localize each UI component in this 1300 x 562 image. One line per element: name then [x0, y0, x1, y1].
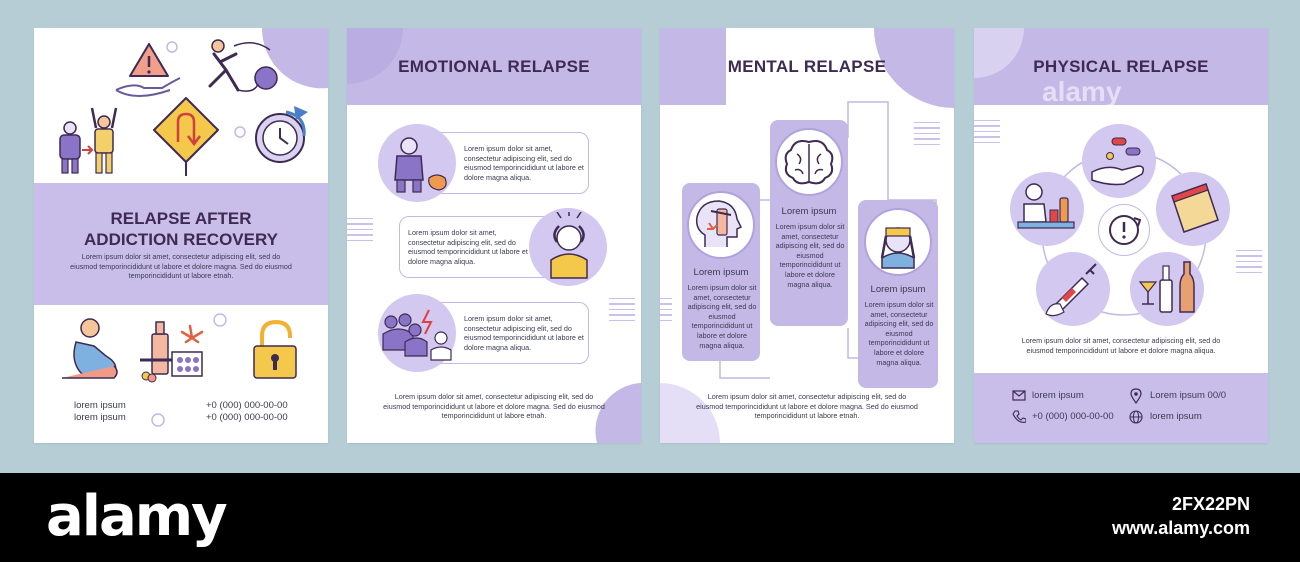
mental-col-1-text: Lorem ipsum dolor sit amet, consectetur … [687, 283, 757, 350]
mental-column-1: Lorem ipsum Lorem ipsum dolor sit amet, … [682, 183, 760, 361]
people-pressure-icon [59, 107, 118, 174]
emotional-card-3-text: Lorem ipsum dolor sit amet, consectetur … [464, 314, 584, 352]
brain-icon [784, 140, 834, 185]
stripes-decor [609, 298, 635, 325]
mental-title: MENTAL RELAPSE [727, 57, 887, 76]
stripes-decor [974, 120, 1000, 147]
physical-circle-top [1082, 124, 1156, 198]
contact-email: lorem ipsum [1032, 390, 1084, 401]
sitting-sad-person-icon [394, 137, 447, 193]
emotional-card-2-text: Lorem ipsum dolor sit amet, consectetur … [408, 228, 528, 266]
location-pin-icon [1130, 388, 1142, 404]
head-craving-icon [695, 200, 743, 247]
globe-icon [1129, 410, 1143, 424]
substances-icon [140, 321, 204, 383]
warning-hand-icon [115, 43, 181, 97]
mental-header-tab [660, 28, 726, 105]
stock-watermark-bar [0, 473, 1300, 562]
contact-web: lorem ipsum [1150, 411, 1202, 422]
brochure-page-physical: PHYSICAL RELAPSE [974, 28, 1268, 443]
mental-footer-text: Lorem ipsum dolor sit amet, consectetur … [696, 392, 918, 421]
sad-sitting-person-icon [62, 318, 118, 379]
contact-phone-2: +0 (000) 000-00-00 [206, 412, 288, 423]
cover-title-line-2: ADDICTION RECOVERY [84, 230, 278, 249]
brochure-page-mental: MENTAL RELAPSE Lorem ipsum Lorem ipsum d… [660, 28, 954, 443]
mental-col-3-label: Lorem ipsum [870, 284, 926, 295]
u-turn-sign-icon [153, 97, 219, 176]
contact-phone: +0 (000) 000-00-00 [1032, 411, 1114, 422]
image-id: 2FX22PN [1171, 494, 1250, 514]
page2-decor [347, 28, 641, 443]
emotional-card-1-text: Lorem ipsum dolor sit amet, consectetur … [464, 144, 584, 182]
cover-title: RELAPSE AFTER ADDICTION RECOVERY [34, 208, 328, 250]
mental-column-3: Lorem ipsum Lorem ipsum dolor sit amet, … [858, 200, 938, 388]
shackled-person-icon [208, 39, 278, 92]
syringe-icon [1045, 263, 1097, 317]
mental-col-2-label: Lorem ipsum [781, 206, 837, 217]
phone-icon [1012, 410, 1026, 423]
cover-title-line-1: RELAPSE AFTER [110, 209, 252, 228]
open-padlock-icon [253, 319, 297, 379]
alamy-logo: alamy [46, 484, 228, 549]
brochure-page-emotional: EMOTIONAL RELAPSE Lorem ipsum dolor sit … [347, 28, 641, 443]
brochure-page-cover: RELAPSE AFTER ADDICTION RECOVERY Lorem i… [34, 28, 328, 443]
stripes-decor [914, 122, 940, 149]
cover-body-text: Lorem ipsum dolor sit amet, consectetur … [70, 252, 292, 281]
top-icon-group [59, 39, 308, 176]
mental-column-2: Lorem ipsum Lorem ipsum dolor sit amet, … [770, 120, 848, 326]
bottom-icon-group [62, 318, 297, 383]
pills-hand-icon [1091, 137, 1145, 186]
mental-col-1-label: Lorem ipsum [693, 267, 749, 278]
emotional-title: EMOTIONAL RELAPSE [398, 57, 590, 76]
stripes-decor [1236, 250, 1262, 277]
page1-decor [151, 28, 328, 427]
mail-icon [1012, 390, 1026, 401]
stripes-decor [660, 298, 672, 325]
physical-title: PHYSICAL RELAPSE [1033, 57, 1209, 76]
emotional-footer-text: Lorem ipsum dolor sit amet, consectetur … [383, 392, 605, 421]
headache-person-icon [880, 227, 916, 269]
physical-body-text: Lorem ipsum dolor sit amet, consectetur … [1021, 336, 1221, 355]
stripes-decor [347, 218, 373, 245]
mental-col-3-text: Lorem ipsum dolor sit amet, consectetur … [864, 300, 934, 367]
warning-cycle-icon [1109, 215, 1142, 245]
physical-header [974, 28, 1268, 105]
powder-bag-icon [1171, 183, 1219, 233]
contact-location: Lorem ipsum 00/0 [1150, 390, 1227, 401]
physical-circle-left [1010, 172, 1084, 246]
contact-phone-1: +0 (000) 000-00-00 [206, 400, 288, 411]
stressed-person-icon [550, 212, 588, 279]
site-url: www.alamy.com [1111, 518, 1250, 538]
mental-col-2-text: Lorem ipsum dolor sit amet, consectetur … [775, 222, 845, 289]
drinking-person-icon [1017, 183, 1075, 229]
clock-arrow-icon [255, 106, 308, 163]
crowd-person-icon [382, 309, 452, 361]
alcohol-icon [1138, 261, 1195, 313]
contact-label-1: lorem ipsum [74, 400, 126, 411]
title-band [34, 183, 328, 305]
contact-band [974, 373, 1268, 443]
contact-label-2: lorem ipsum [74, 412, 126, 423]
